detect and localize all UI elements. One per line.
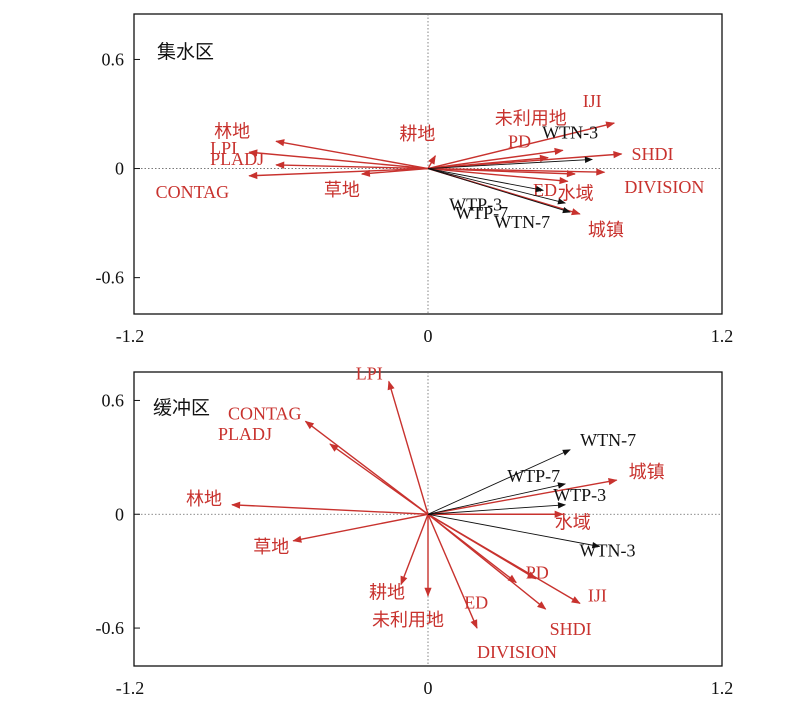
vector-label-SHDI: SHDI bbox=[550, 619, 592, 639]
y-tick-label: 0 bbox=[115, 504, 124, 524]
vector-arrow-PLADJ bbox=[275, 161, 429, 170]
vector-label-草地: 草地 bbox=[324, 180, 360, 200]
vector-label-WTN-3: WTN-3 bbox=[542, 122, 598, 142]
vector-label-IJI: IJI bbox=[583, 91, 602, 111]
vector-arrow-CONTAG bbox=[304, 420, 429, 515]
vector-arrow-CONTAG bbox=[248, 167, 429, 180]
vector-label-林地: 林地 bbox=[214, 121, 250, 141]
x-tick-label: 0 bbox=[424, 326, 433, 346]
vector-label-城镇: 城镇 bbox=[629, 462, 665, 482]
vector-label-水域: 水域 bbox=[555, 512, 591, 532]
vector-arrow-WTN-7 bbox=[427, 449, 571, 515]
vector-label-WTN-7: WTN-7 bbox=[494, 212, 550, 232]
vector-label-耕地: 耕地 bbox=[399, 124, 435, 144]
vector-arrow-草地 bbox=[292, 513, 429, 543]
vector-label-WTP-7: WTP-7 bbox=[507, 466, 560, 486]
vector-arrow-WTP-3 bbox=[427, 168, 544, 193]
vector-arrow-林地 bbox=[231, 501, 429, 515]
vector-label-WTN-3: WTN-3 bbox=[580, 541, 636, 561]
vector-label-城镇: 城镇 bbox=[588, 220, 624, 240]
vector-label-草地: 草地 bbox=[253, 537, 289, 557]
vector-arrow-未利用地 bbox=[427, 147, 564, 170]
panel-title: 缓冲区 bbox=[153, 397, 210, 419]
vector-arrow-WTN-3 bbox=[427, 513, 601, 549]
panel-title: 集水区 bbox=[157, 41, 214, 63]
vector-arrow-城镇 bbox=[427, 478, 618, 515]
vector-arrow-水域 bbox=[427, 167, 569, 185]
x-tick-label: -1.2 bbox=[116, 326, 145, 346]
vector-arrow-DIVISION bbox=[427, 513, 478, 629]
vector-label-林地: 林地 bbox=[186, 489, 222, 509]
vector-label-ED: ED bbox=[533, 180, 557, 200]
vector-label-PLADJ: PLADJ bbox=[210, 149, 264, 169]
x-tick-label: 1.2 bbox=[711, 678, 734, 698]
vector-label-WTN-7: WTN-7 bbox=[580, 430, 636, 450]
vector-arrow-WTP-7 bbox=[427, 168, 566, 205]
vector-arrow-LPI bbox=[387, 380, 429, 515]
y-tick-label: -0.6 bbox=[96, 618, 125, 638]
y-tick-label: 0 bbox=[115, 159, 124, 179]
vector-label-WTP-3: WTP-3 bbox=[449, 194, 502, 214]
vector-label-LPI: LPI bbox=[356, 363, 383, 383]
x-tick-label: -1.2 bbox=[116, 678, 145, 698]
vector-arrow-DIVISION bbox=[427, 167, 606, 176]
vector-arrow-WTP-7 bbox=[427, 482, 566, 515]
vector-arrow-林地 bbox=[275, 139, 429, 170]
vector-arrow-PD bbox=[427, 513, 537, 580]
vector-arrow-耕地 bbox=[427, 155, 436, 169]
y-tick-label: 0.6 bbox=[102, 49, 125, 69]
vector-label-DIVISION: DIVISION bbox=[624, 177, 704, 197]
vector-arrow-耕地 bbox=[400, 514, 429, 586]
vector-label-DIVISION: DIVISION bbox=[477, 642, 557, 662]
vector-label-SHDI: SHDI bbox=[632, 144, 674, 164]
vector-arrow-IJI bbox=[427, 121, 616, 170]
vector-label-PLADJ: PLADJ bbox=[218, 424, 272, 444]
y-tick-label: -0.6 bbox=[96, 268, 125, 288]
vector-label-WTP-7: WTP-7 bbox=[455, 203, 508, 223]
x-tick-label: 0 bbox=[424, 678, 433, 698]
vector-label-耕地: 耕地 bbox=[369, 582, 405, 602]
vector-label-未利用地: 未利用地 bbox=[372, 610, 444, 630]
vector-label-WTP-3: WTP-3 bbox=[553, 485, 606, 505]
vector-arrow-SHDI bbox=[427, 151, 623, 170]
vector-label-PD: PD bbox=[526, 563, 549, 583]
x-tick-label: 1.2 bbox=[711, 326, 734, 346]
vector-arrow-WTP-3 bbox=[427, 502, 566, 515]
vector-arrow-WTN-3 bbox=[427, 156, 593, 169]
vector-arrow-PLADJ bbox=[329, 443, 429, 515]
vector-arrow-SHDI bbox=[427, 513, 547, 610]
vector-label-PD: PD bbox=[508, 132, 531, 152]
vector-label-水域: 水域 bbox=[558, 183, 594, 203]
vector-label-IJI: IJI bbox=[588, 585, 607, 605]
vector-label-LPI: LPI bbox=[210, 138, 237, 158]
vector-arrow-草地 bbox=[360, 167, 429, 177]
vector-label-CONTAG: CONTAG bbox=[228, 403, 302, 423]
vector-arrow-LPI bbox=[248, 149, 429, 170]
y-tick-label: 0.6 bbox=[102, 390, 125, 410]
vector-arrow-WTN-7 bbox=[427, 168, 571, 214]
vector-label-ED: ED bbox=[464, 593, 488, 613]
vector-label-未利用地: 未利用地 bbox=[495, 108, 567, 128]
vector-label-CONTAG: CONTAG bbox=[156, 182, 230, 202]
